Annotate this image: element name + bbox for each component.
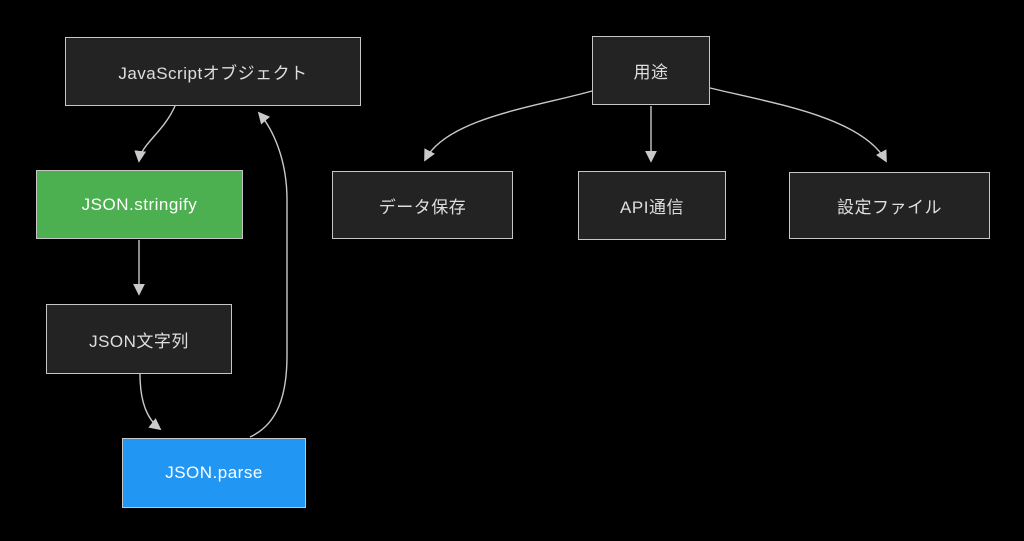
node-usage-label: 用途	[633, 63, 669, 82]
node-data-save: データ保存	[332, 171, 513, 239]
node-config-file: 設定ファイル	[789, 172, 990, 239]
node-api-communication: API通信	[578, 171, 726, 240]
edge-jsobject-to-stringify	[134, 105, 176, 163]
node-config-file-label: 設定ファイル	[837, 198, 942, 217]
node-api-communication-label: API通信	[620, 198, 684, 217]
node-json-stringify-label: JSON.stringify	[81, 194, 198, 214]
edge-youto-to-datasave	[424, 90, 593, 162]
edge-parse-to-jsobject	[249, 111, 288, 438]
node-javascript-object-label: JavaScriptオブジェクト	[118, 64, 308, 83]
node-json-string: JSON文字列	[46, 304, 232, 374]
node-json-string-label: JSON文字列	[89, 331, 189, 351]
edge-jsonstring-to-parse	[139, 373, 162, 431]
node-usage: 用途	[592, 36, 710, 105]
node-json-parse-label: JSON.parse	[165, 463, 263, 482]
node-data-save-label: データ保存	[378, 197, 467, 217]
node-json-parse: JSON.parse	[122, 438, 306, 508]
node-javascript-object: JavaScriptオブジェクト	[65, 37, 361, 106]
edge-youto-to-config	[709, 87, 887, 163]
node-json-stringify: JSON.stringify	[36, 170, 243, 239]
